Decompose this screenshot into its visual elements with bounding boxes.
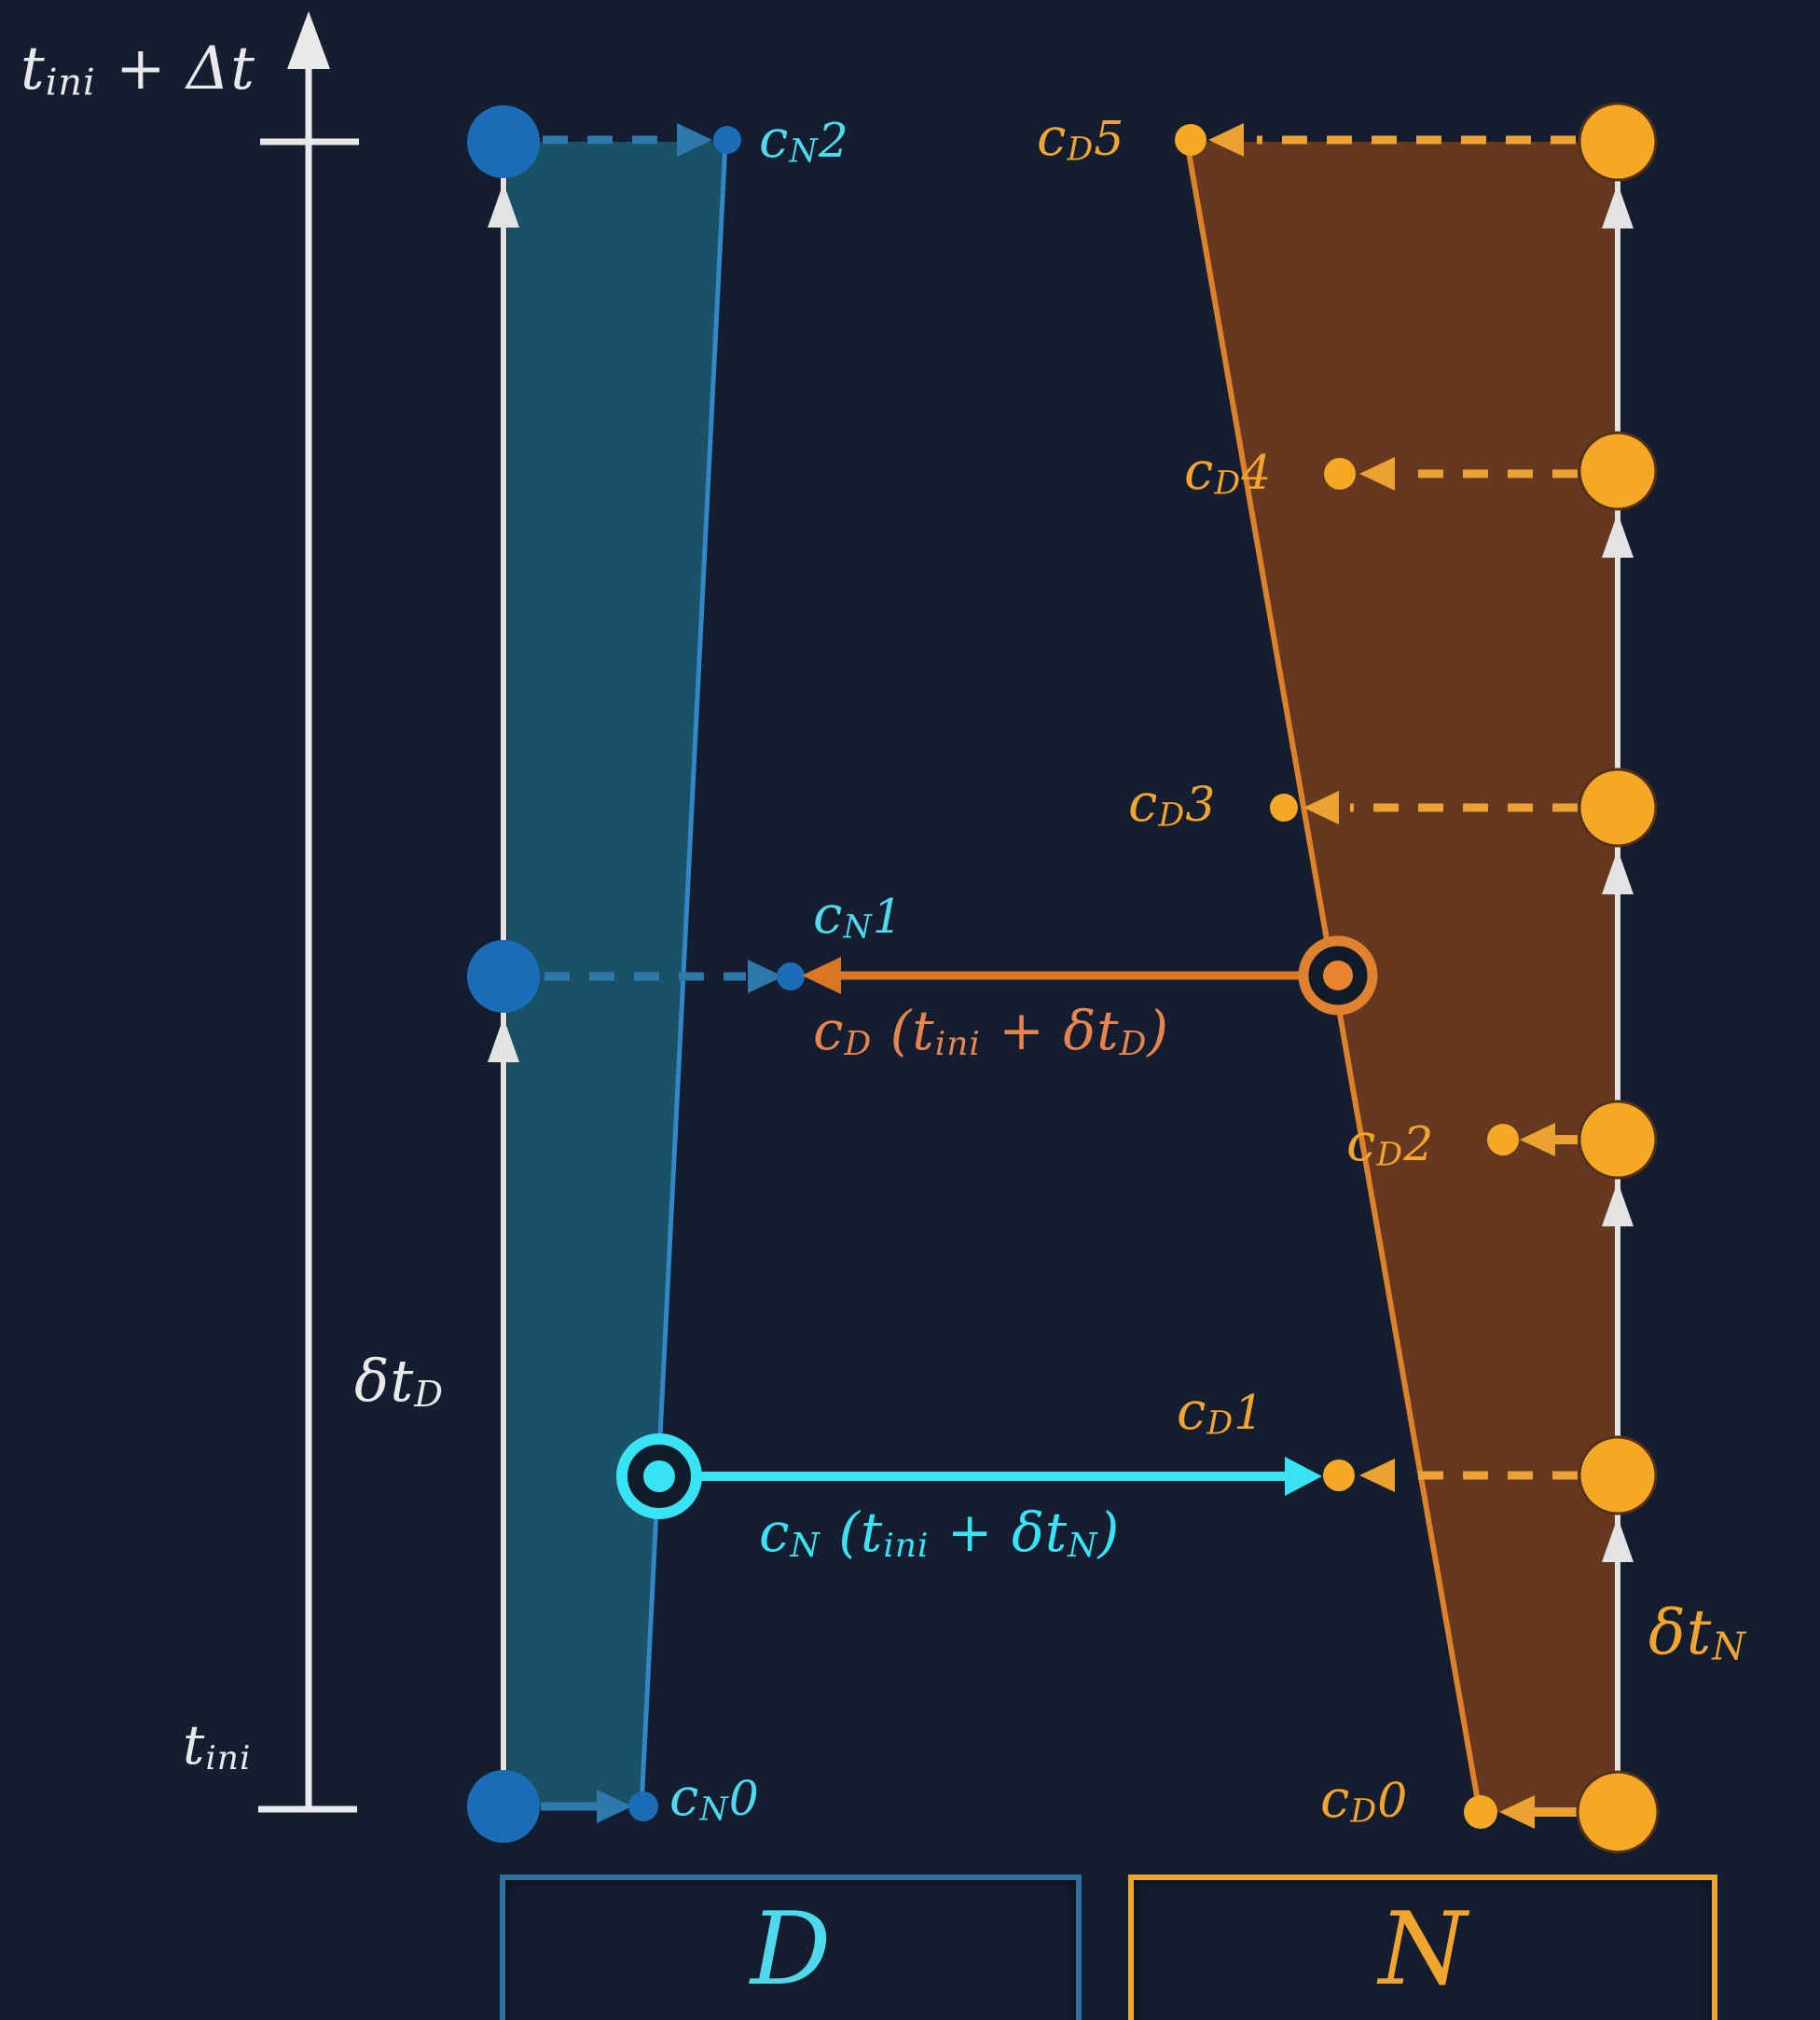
dot-cD3 [1270, 794, 1298, 822]
blue-step-dot [467, 105, 540, 178]
label-cN2: cN2 [759, 109, 849, 171]
blue-up-arrowhead-icon [488, 1017, 519, 1062]
dot-cD4 [1324, 458, 1356, 490]
label-cN1: cN1 [813, 885, 903, 947]
orange-up-arrowhead-icon [1602, 850, 1634, 894]
orange-step-dot [1578, 102, 1658, 182]
solver-box-D-label: D [750, 1891, 832, 2008]
orange-left-arrowhead-icon [1499, 1795, 1535, 1829]
orange-left-arrowhead-icon [1208, 123, 1244, 157]
label-cD0: cD0 [1320, 1769, 1409, 1831]
time-axis-arrowhead-icon [287, 11, 330, 69]
blue-step-dot [467, 940, 540, 1013]
axis-label-t-ini: tini [183, 1713, 252, 1778]
solver-box-D: D [500, 1875, 1082, 2020]
dot-cD5 [1175, 124, 1206, 156]
orange-up-arrowhead-icon [1602, 1517, 1634, 1562]
blue-right-arrowhead-icon [677, 123, 712, 157]
orange-eval-arrowhead-icon [802, 957, 841, 994]
label-cD5: cD5 [1037, 107, 1125, 169]
solver-box-N-label: N [1378, 1891, 1468, 2008]
orange-eval-target-center [1323, 961, 1353, 990]
dot-cN2 [713, 126, 741, 154]
cyan-eval-arrowhead-icon [1285, 1457, 1322, 1496]
orange-left-arrowhead-icon [1359, 457, 1395, 491]
interval-label-dt-D: δtD [354, 1347, 445, 1417]
dot-cD1 [1323, 1460, 1355, 1491]
label-cD3: cD3 [1128, 773, 1217, 835]
label-cN0: cN0 [669, 1767, 760, 1829]
label-cD2: cD2 [1346, 1113, 1435, 1174]
label-cN-eval-expression: cN (tini + δtN) [759, 1501, 1121, 1565]
interval-label-dt-N: δtN [1648, 1597, 1747, 1669]
orange-step-dot [1576, 1770, 1660, 1854]
dot-cN0 [628, 1792, 658, 1821]
orange-left-arrowhead-icon [1520, 1123, 1555, 1156]
cyan-eval-target-center [643, 1460, 675, 1492]
blue-right-arrowhead-icon [748, 960, 783, 993]
orange-left-arrowhead-icon [1359, 1459, 1395, 1492]
blue-right-arrowhead-icon [597, 1790, 632, 1823]
label-cD4: cD4 [1184, 441, 1273, 503]
orange-step-dot [1578, 431, 1658, 511]
blue-up-arrowhead-icon [488, 183, 519, 228]
axis-label-t-ini-plus-dt: tini + Δt [21, 35, 255, 104]
orange-step-dot [1578, 1435, 1658, 1515]
orange-step-dot [1578, 768, 1658, 848]
solver-box-N: N [1128, 1875, 1717, 2020]
label-cD-eval-expression: cD (tini + δtD) [813, 999, 1170, 1063]
orange-timestep-region [1187, 142, 1618, 1812]
dot-cD0 [1464, 1795, 1497, 1829]
dot-cD2 [1487, 1124, 1519, 1155]
orange-up-arrowhead-icon [1602, 1182, 1634, 1226]
orange-up-arrowhead-icon [1602, 513, 1634, 558]
blue-step-dot [467, 1770, 540, 1843]
dot-cN1 [777, 962, 805, 990]
orange-step-dot [1578, 1100, 1658, 1180]
label-cD1: cD1 [1177, 1381, 1265, 1443]
orange-up-arrowhead-icon [1602, 184, 1634, 228]
orange-left-arrowhead-icon [1303, 791, 1339, 824]
blue-timestep-region [507, 142, 725, 1806]
